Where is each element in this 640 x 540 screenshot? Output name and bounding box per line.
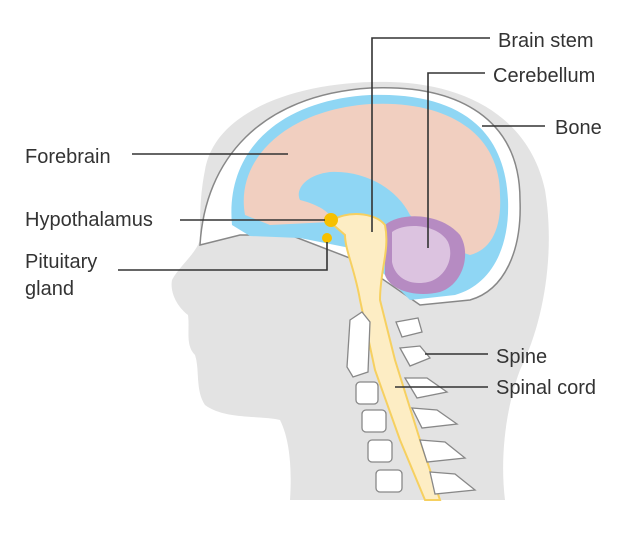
label-hypothalamus: Hypothalamus bbox=[25, 209, 153, 231]
label-spine: Spine bbox=[496, 346, 547, 368]
label-spinal-cord: Spinal cord bbox=[496, 377, 596, 399]
label-cerebellum: Cerebellum bbox=[493, 65, 595, 87]
spine-vertebrae bbox=[346, 311, 477, 495]
label-forebrain: Forebrain bbox=[25, 146, 111, 168]
label-pituitary-1: Pituitary bbox=[25, 251, 97, 273]
hypothalamus bbox=[324, 213, 338, 227]
pituitary-gland bbox=[322, 233, 332, 243]
label-pituitary-2: gland bbox=[25, 278, 74, 300]
cerebellum-inner bbox=[392, 226, 451, 284]
brain-stem bbox=[328, 213, 442, 501]
label-bone: Bone bbox=[555, 117, 602, 139]
leader-lines bbox=[118, 37, 545, 388]
label-brain-stem: Brain stem bbox=[498, 30, 594, 52]
